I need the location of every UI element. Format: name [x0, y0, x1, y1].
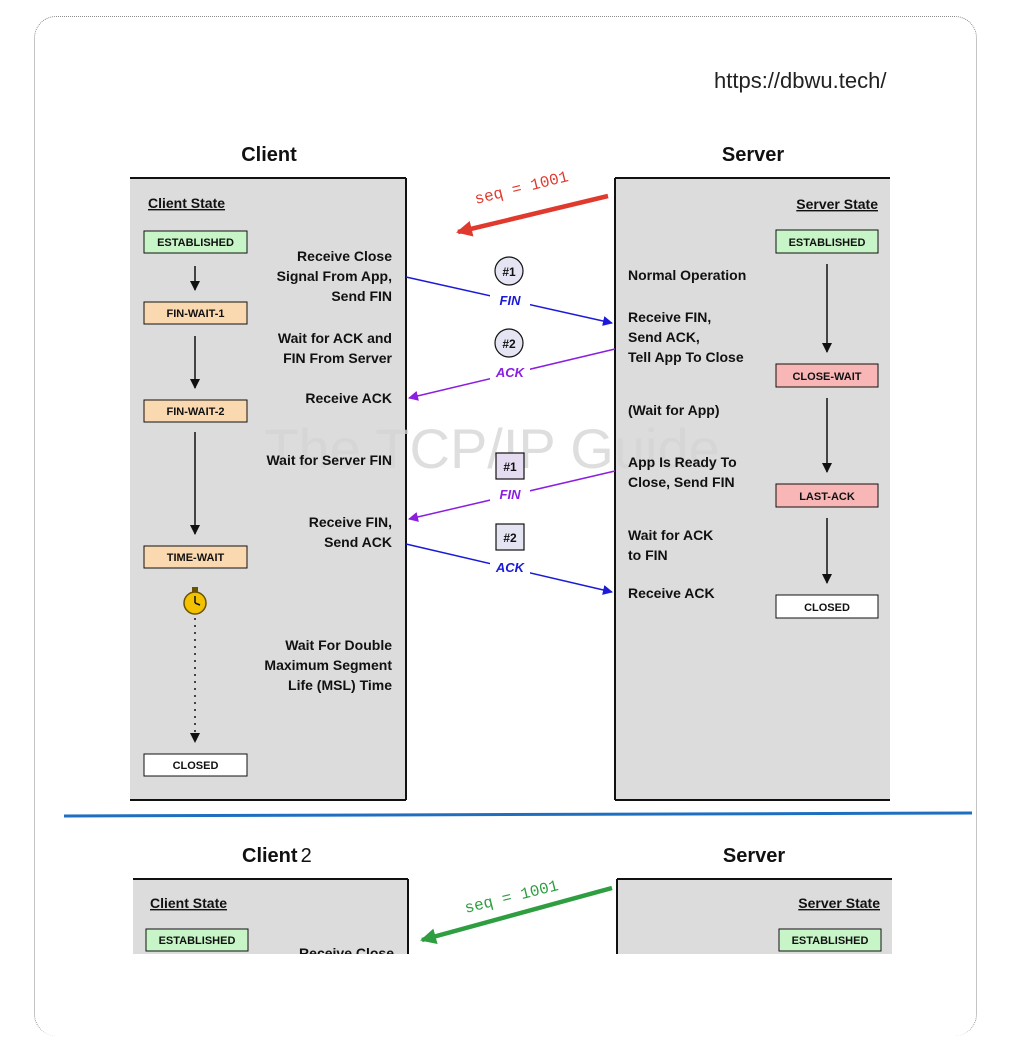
client-note: FIN From Server [283, 350, 392, 366]
server-note: Normal Operation [628, 267, 746, 283]
client-note: Receive Close [297, 248, 392, 264]
client-note: Send FIN [331, 288, 392, 304]
server-note: (Wait for App) [628, 402, 720, 418]
server-note: App Is Ready To [628, 454, 737, 470]
message-label: FIN [500, 487, 522, 502]
watermark: The TCP/IP Guide [264, 417, 720, 480]
server-note: to FIN [628, 547, 668, 563]
client-notes: Receive Close Signal From App, Send FIN … [264, 248, 392, 693]
seq-arrow-green [420, 885, 613, 945]
client-state-closed: CLOSED [143, 753, 248, 777]
timer-icon [183, 587, 207, 615]
client-note: Life (MSL) Time [288, 677, 392, 693]
client-note: Wait For Double [285, 637, 392, 653]
client-state-fin-wait-2: FIN-WAIT-2 [143, 399, 248, 423]
svg-text:FIN-WAIT-1: FIN-WAIT-1 [166, 308, 224, 320]
svg-text:ESTABLISHED: ESTABLISHED [159, 935, 236, 947]
server-note: Tell App To Close [628, 349, 744, 365]
client-note: Send ACK [324, 534, 392, 550]
client-note: Receive FIN, [309, 514, 392, 530]
server-state-last-ack: LAST-ACK [775, 483, 879, 508]
svg-text:ESTABLISHED: ESTABLISHED [792, 935, 869, 947]
message-badge: #1 [494, 256, 524, 286]
svg-text:TIME-WAIT: TIME-WAIT [167, 552, 225, 564]
seq-label-red: seq = 1001 [473, 168, 571, 209]
client-note: Wait for Server FIN [266, 452, 392, 468]
client-state-label: Client State [148, 195, 225, 211]
message-badge: #1 [495, 452, 525, 480]
client-state-fin-wait-1: FIN-WAIT-1 [143, 301, 248, 325]
svg-text:ESTABLISHED: ESTABLISHED [789, 237, 866, 249]
client-note: Maximum Segment [264, 657, 392, 673]
message-label: ACK [495, 365, 526, 380]
server2-state-established: ESTABLISHED [778, 928, 882, 952]
server2-title: Server [723, 845, 785, 867]
source-url: https://dbwu.tech/ [714, 68, 887, 93]
client-panel [130, 177, 407, 801]
client2-note-partial: Receive Close [299, 945, 394, 961]
server-note: Receive FIN, [628, 309, 711, 325]
message-badge: #2 [494, 328, 524, 358]
client-note: Wait for ACK and [278, 330, 392, 346]
server-state-established: ESTABLISHED [775, 229, 879, 254]
client-title: Client [241, 144, 297, 166]
seq-arrow-red [456, 193, 609, 237]
server-state-closed: CLOSED [775, 594, 879, 619]
server-note: Wait for ACK [628, 527, 713, 543]
server-note: Send ACK, [628, 329, 700, 345]
client2-state-label: Client State [150, 895, 227, 911]
svg-text:CLOSE-WAIT: CLOSE-WAIT [792, 371, 861, 383]
svg-text:#2: #2 [503, 531, 517, 545]
svg-text:CLOSED: CLOSED [804, 602, 850, 614]
svg-text:#1: #1 [503, 460, 517, 474]
client-state-time-wait: TIME-WAIT [143, 545, 248, 569]
svg-text:LAST-ACK: LAST-ACK [799, 491, 855, 503]
client-state-established: ESTABLISHED [143, 230, 248, 254]
message-badge: #2 [495, 523, 525, 551]
server-state-close-wait: CLOSE-WAIT [775, 363, 879, 388]
client2-state-established: ESTABLISHED [145, 928, 249, 952]
svg-text:#2: #2 [502, 337, 516, 351]
server2-state-label: Server State [798, 895, 880, 911]
client-note: Receive ACK [305, 390, 392, 406]
seq-label-green: seq = 1001 [463, 877, 561, 918]
server-state-label: Server State [796, 196, 878, 212]
crop-mask [120, 954, 900, 1014]
svg-text:ESTABLISHED: ESTABLISHED [157, 237, 234, 249]
svg-text:FIN-WAIT-2: FIN-WAIT-2 [166, 406, 224, 418]
server-title: Server [722, 144, 784, 166]
section-divider [63, 811, 973, 818]
svg-text:CLOSED: CLOSED [173, 760, 219, 772]
server-note: Receive ACK [628, 585, 715, 601]
svg-text:#1: #1 [502, 265, 516, 279]
page-frame [34, 16, 977, 1036]
message-label: FIN [500, 293, 522, 308]
message-label: ACK [495, 560, 526, 575]
server-notes: Normal Operation Receive FIN, Send ACK, … [628, 267, 746, 601]
client-note: Signal From App, [277, 268, 392, 284]
server-note: Close, Send FIN [628, 474, 735, 490]
